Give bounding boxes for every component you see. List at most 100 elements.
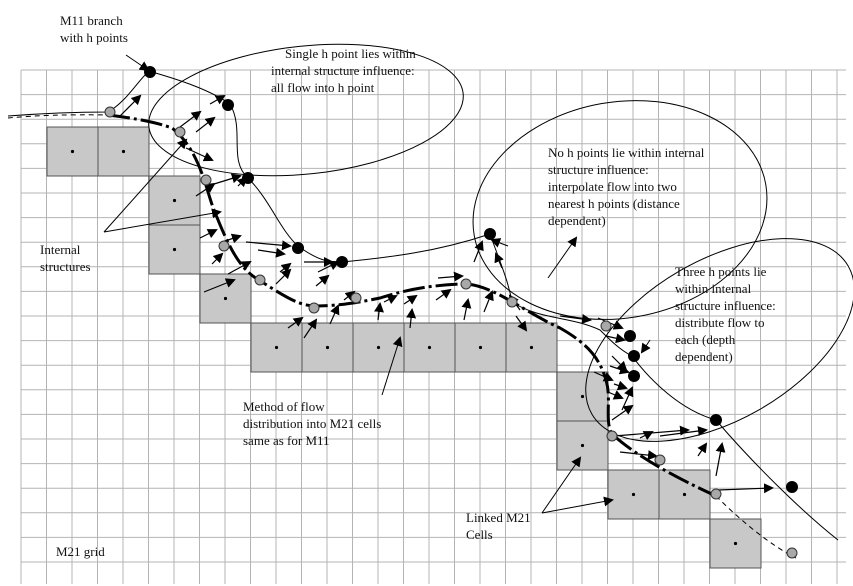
influence-ellipse-single	[148, 43, 464, 177]
callout-lines	[103, 54, 651, 514]
flow-arrow	[195, 182, 216, 197]
cell-centre-dot	[223, 296, 228, 301]
flow-arrow	[593, 371, 614, 382]
label-no-h: No h points lie within internal structur…	[548, 145, 708, 228]
structure-point	[506, 296, 518, 308]
flow-arrow	[437, 271, 464, 282]
flow-arrow	[494, 252, 504, 269]
flow-arrow	[483, 290, 494, 313]
flow-arrow	[343, 290, 356, 301]
cell-centre-dot	[376, 345, 381, 350]
h-point	[484, 228, 496, 240]
cell-centre-dot	[580, 394, 585, 399]
flow-arrow	[257, 247, 286, 258]
flow-arrow	[613, 380, 628, 391]
label-three-h: Three h points lie within internal struc…	[675, 264, 779, 364]
cell-centre-dot	[631, 492, 636, 497]
cell-centre-dot	[529, 345, 534, 350]
h-point	[242, 172, 254, 184]
internal-structure-ext	[7, 114, 109, 119]
structure-point	[218, 240, 230, 252]
cell-centre-dot	[274, 345, 279, 350]
flow-arrow	[209, 95, 226, 105]
flow-arrow	[473, 240, 484, 263]
structure-point	[654, 454, 666, 466]
flow-arrow	[611, 404, 634, 421]
flow-arrow	[119, 94, 142, 117]
structure-point	[308, 302, 320, 314]
flow-arrow	[605, 333, 626, 344]
cell-centre-dot	[733, 541, 738, 546]
h-point	[624, 330, 636, 342]
structure-point	[710, 488, 722, 500]
flow-arrow	[715, 442, 726, 477]
flow-arrow	[609, 364, 630, 375]
points-layer	[104, 66, 798, 559]
flow-arrow	[607, 390, 624, 400]
cell-centre-dot	[325, 345, 330, 350]
flow-arrow	[227, 261, 252, 275]
flow-arrow	[403, 294, 418, 305]
flow-arrow	[275, 268, 292, 285]
structure-point	[104, 106, 116, 118]
label-method: Method of flow distribution into M21 cel…	[243, 399, 385, 448]
label-m11-branch: M11 branch with h points	[60, 13, 128, 45]
flow-arrow	[490, 238, 509, 248]
h-point	[222, 99, 234, 111]
structure-point	[600, 320, 612, 332]
flow-arrows	[119, 94, 774, 494]
cell-centre-dot	[70, 149, 75, 154]
flow-arrow	[211, 252, 224, 265]
flow-arrow	[329, 304, 340, 325]
h-point	[144, 66, 156, 78]
influence-ellipse-three	[585, 238, 853, 442]
labels: M11 branch with h points Single h point …	[40, 13, 779, 559]
cell-centre-dot	[580, 443, 585, 448]
cell-centre-dot	[682, 492, 687, 497]
structure-point	[254, 274, 266, 286]
h-point	[710, 414, 722, 426]
cell-centre-dot	[121, 149, 126, 154]
flow-arrow	[213, 173, 242, 185]
linked-cell	[709, 518, 762, 569]
structure-point	[200, 174, 212, 186]
flow-arrow	[717, 483, 774, 494]
structure-point	[460, 278, 472, 290]
flow-arrow	[697, 442, 708, 457]
h-point	[628, 370, 640, 382]
flow-arrow	[659, 426, 708, 437]
flow-arrow	[374, 302, 384, 321]
flow-arrow	[383, 295, 398, 305]
flow-arrow	[435, 288, 452, 301]
label-m21-grid: M21 grid	[56, 544, 105, 559]
flow-arrow	[315, 274, 330, 287]
flow-arrow	[639, 431, 654, 441]
flow-arrow	[203, 278, 236, 293]
flow-arrow	[245, 240, 292, 251]
flow-arrow	[406, 308, 417, 329]
linked-m21-cells	[46, 126, 762, 569]
flow-arrow	[287, 316, 304, 329]
influence-ellipse-none	[472, 100, 768, 320]
flow-arrow	[185, 147, 214, 162]
cell-centre-dot	[172, 247, 177, 252]
cell-centre-dot	[172, 198, 177, 203]
flow-arrow	[303, 318, 318, 339]
flow-arrow	[461, 298, 472, 321]
flow-arrow	[559, 313, 592, 324]
structure-point	[606, 430, 618, 442]
structure-point	[786, 547, 798, 559]
flow-arrow	[515, 315, 528, 332]
flow-arrow	[619, 450, 658, 461]
flow-arrow	[317, 261, 340, 273]
h-point	[628, 350, 640, 362]
h-point	[786, 481, 798, 493]
label-internal-structures: Internal structures	[40, 242, 91, 274]
h-point	[336, 256, 348, 268]
h-point	[292, 242, 304, 254]
structure-point	[350, 292, 362, 304]
cell-centre-dot	[427, 345, 432, 350]
flow-arrow	[195, 116, 216, 133]
structure-point	[174, 126, 186, 138]
